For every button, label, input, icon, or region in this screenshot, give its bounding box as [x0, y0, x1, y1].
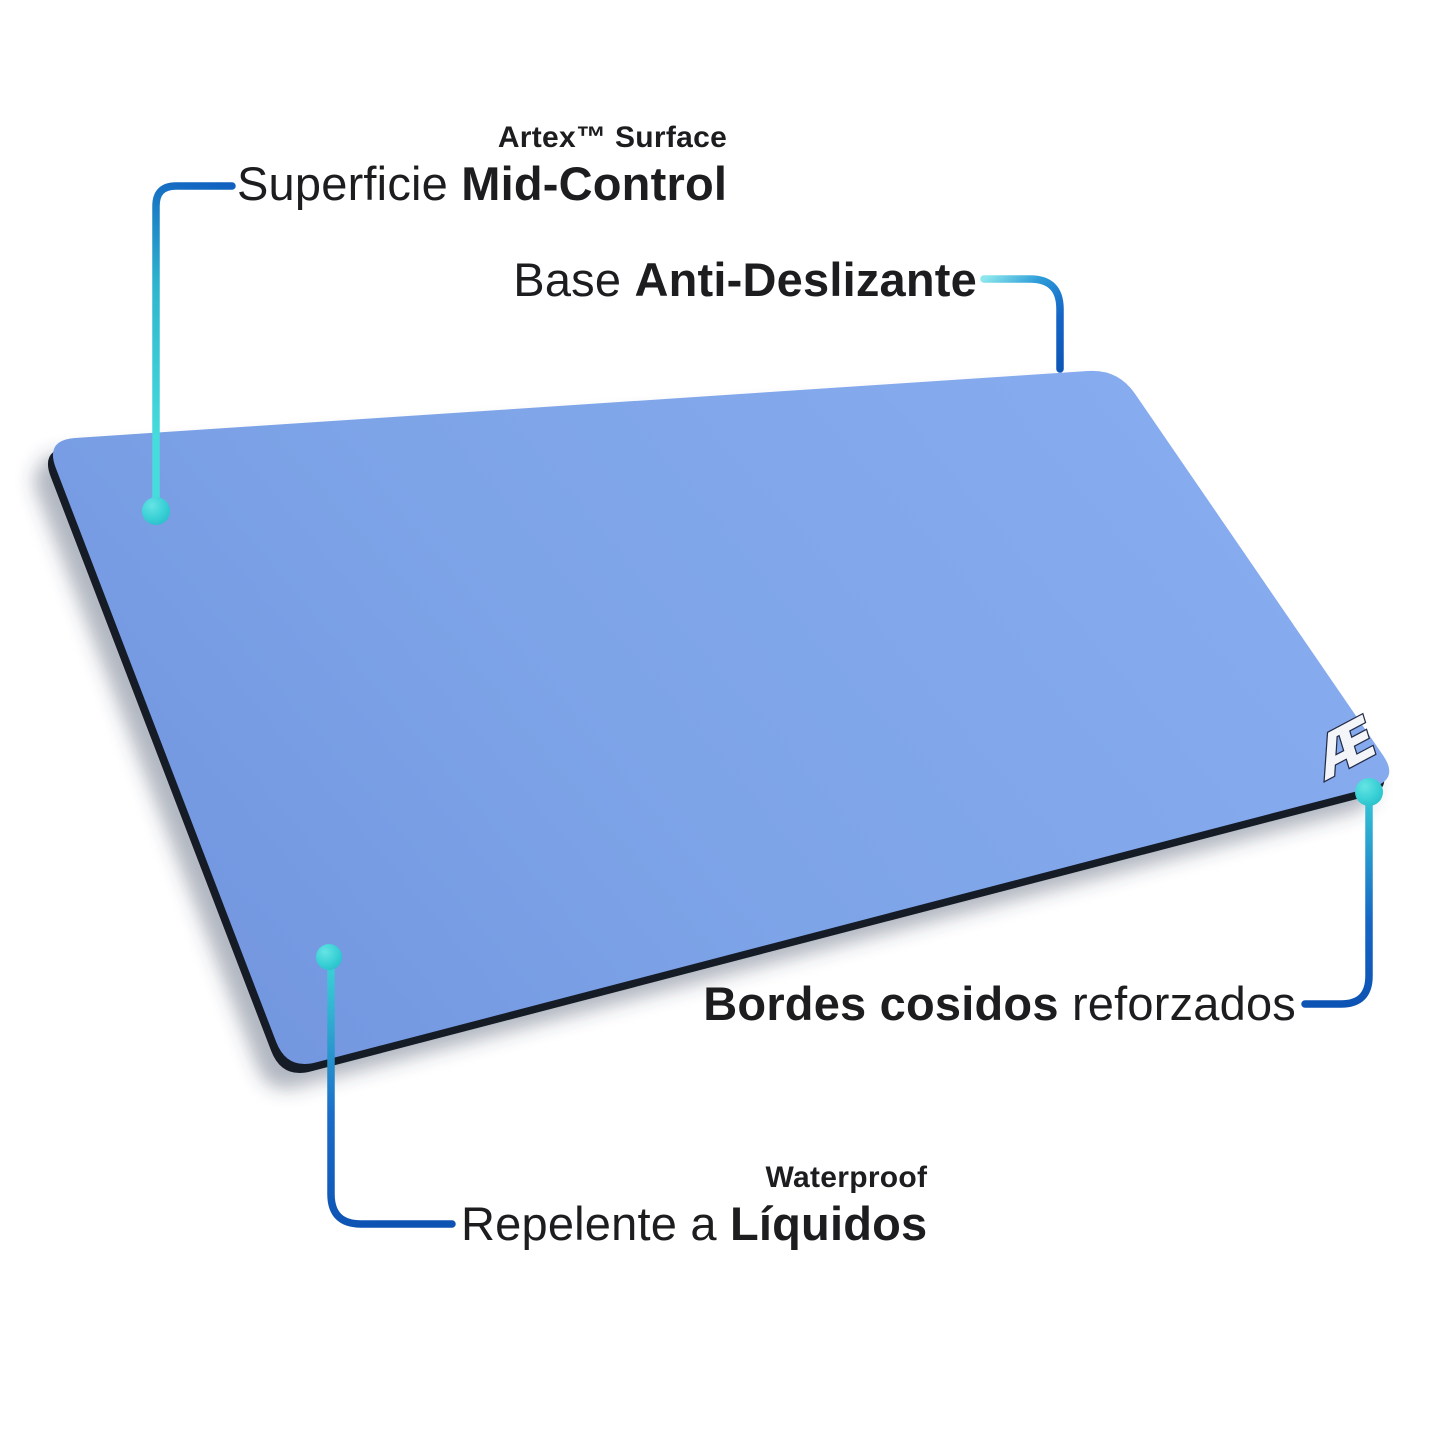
callout-base-emph: Anti-Deslizante [634, 253, 977, 306]
callout-edges-tail: reforzados [1071, 977, 1296, 1030]
callout-label-waterproof: Waterproof Repelente a Líquidos [461, 1159, 927, 1251]
callout-base-lead: Base [513, 253, 622, 306]
callout-waterproof-lead: Repelente a [461, 1197, 717, 1250]
callout-label-edges: Bordes cosidos reforzados [703, 977, 1296, 1031]
callout-surface-emph: Mid-Control [461, 157, 728, 210]
callout-line-base [980, 275, 1064, 373]
callout-base-text: Base Anti-Deslizante [513, 253, 977, 307]
callout-dot-edges [1355, 778, 1383, 806]
callout-dot-surface [142, 497, 170, 525]
callout-line-surface [152, 182, 236, 504]
callout-waterproof-eyebrow: Waterproof [765, 1161, 928, 1194]
mousepad-surface [52, 370, 1390, 1065]
callout-label-surface: Artex™ Surface Superficie Mid-Control [237, 119, 727, 211]
callout-edges-text: Bordes cosidos reforzados [703, 977, 1296, 1031]
callout-edges-emph: Bordes cosidos [703, 977, 1059, 1030]
callout-waterproof-emph: Líquidos [729, 1197, 928, 1250]
callout-waterproof-text: Repelente a Líquidos [461, 1197, 927, 1251]
callout-surface-text: Superficie Mid-Control [237, 157, 727, 211]
callout-surface-eyebrow: Artex™ Surface [497, 121, 728, 154]
callout-dot-waterproof [316, 944, 342, 970]
mousepad [47, 370, 1390, 1074]
callout-line-waterproof [327, 966, 456, 1228]
callout-line-edges [1301, 800, 1373, 1008]
callout-label-base: Base Anti-Deslizante [513, 253, 977, 307]
callout-surface-lead: Superficie [237, 157, 448, 210]
